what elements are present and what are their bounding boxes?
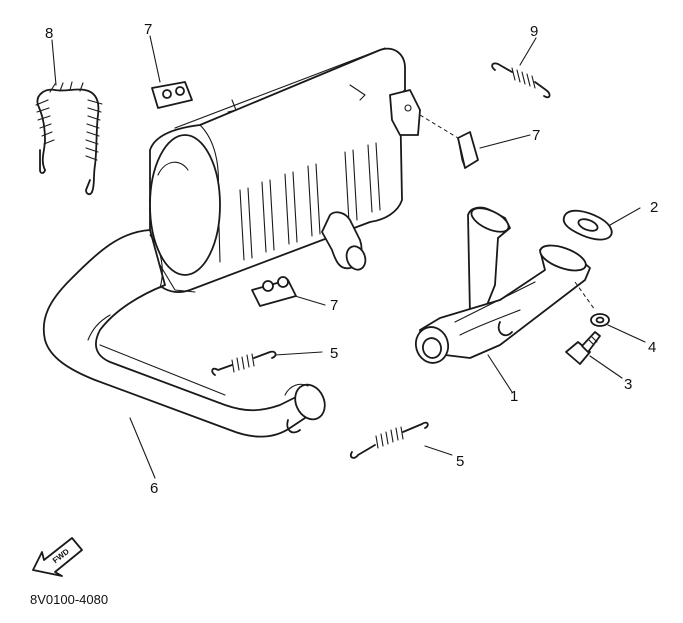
spring-lower-left xyxy=(211,350,277,376)
short-spring xyxy=(491,62,551,99)
callout-numbers: 8 7 9 7 2 4 3 1 7 5 5 6 xyxy=(45,21,658,497)
diagram-code: 8V0100-4080 xyxy=(30,592,108,607)
gasket xyxy=(562,209,613,241)
callout-2: 2 xyxy=(650,199,658,216)
leader-lines xyxy=(51,35,646,479)
callout-7-lower: 7 xyxy=(330,297,338,314)
callout-4: 4 xyxy=(648,339,656,356)
callout-1: 1 xyxy=(510,388,518,405)
callout-6: 6 xyxy=(150,480,158,497)
bracket-lower xyxy=(251,276,297,307)
callout-7-top: 7 xyxy=(144,21,152,38)
muffler xyxy=(149,47,421,293)
callout-3: 3 xyxy=(624,376,632,393)
callout-5-bottom: 5 xyxy=(456,453,464,470)
bracket-right xyxy=(457,131,479,169)
callout-8: 8 xyxy=(45,25,53,42)
long-spring xyxy=(35,81,103,196)
muffler-pipe xyxy=(42,229,326,438)
washer xyxy=(590,313,610,327)
callout-5-left: 5 xyxy=(330,345,338,362)
callout-9: 9 xyxy=(530,23,538,40)
bolt xyxy=(565,331,601,365)
callout-7-right: 7 xyxy=(532,127,540,144)
bracket-top-left xyxy=(151,81,193,109)
spring-bottom xyxy=(349,421,429,459)
exhaust-pipe xyxy=(414,206,596,364)
fwd-arrow: FWD xyxy=(32,537,83,577)
